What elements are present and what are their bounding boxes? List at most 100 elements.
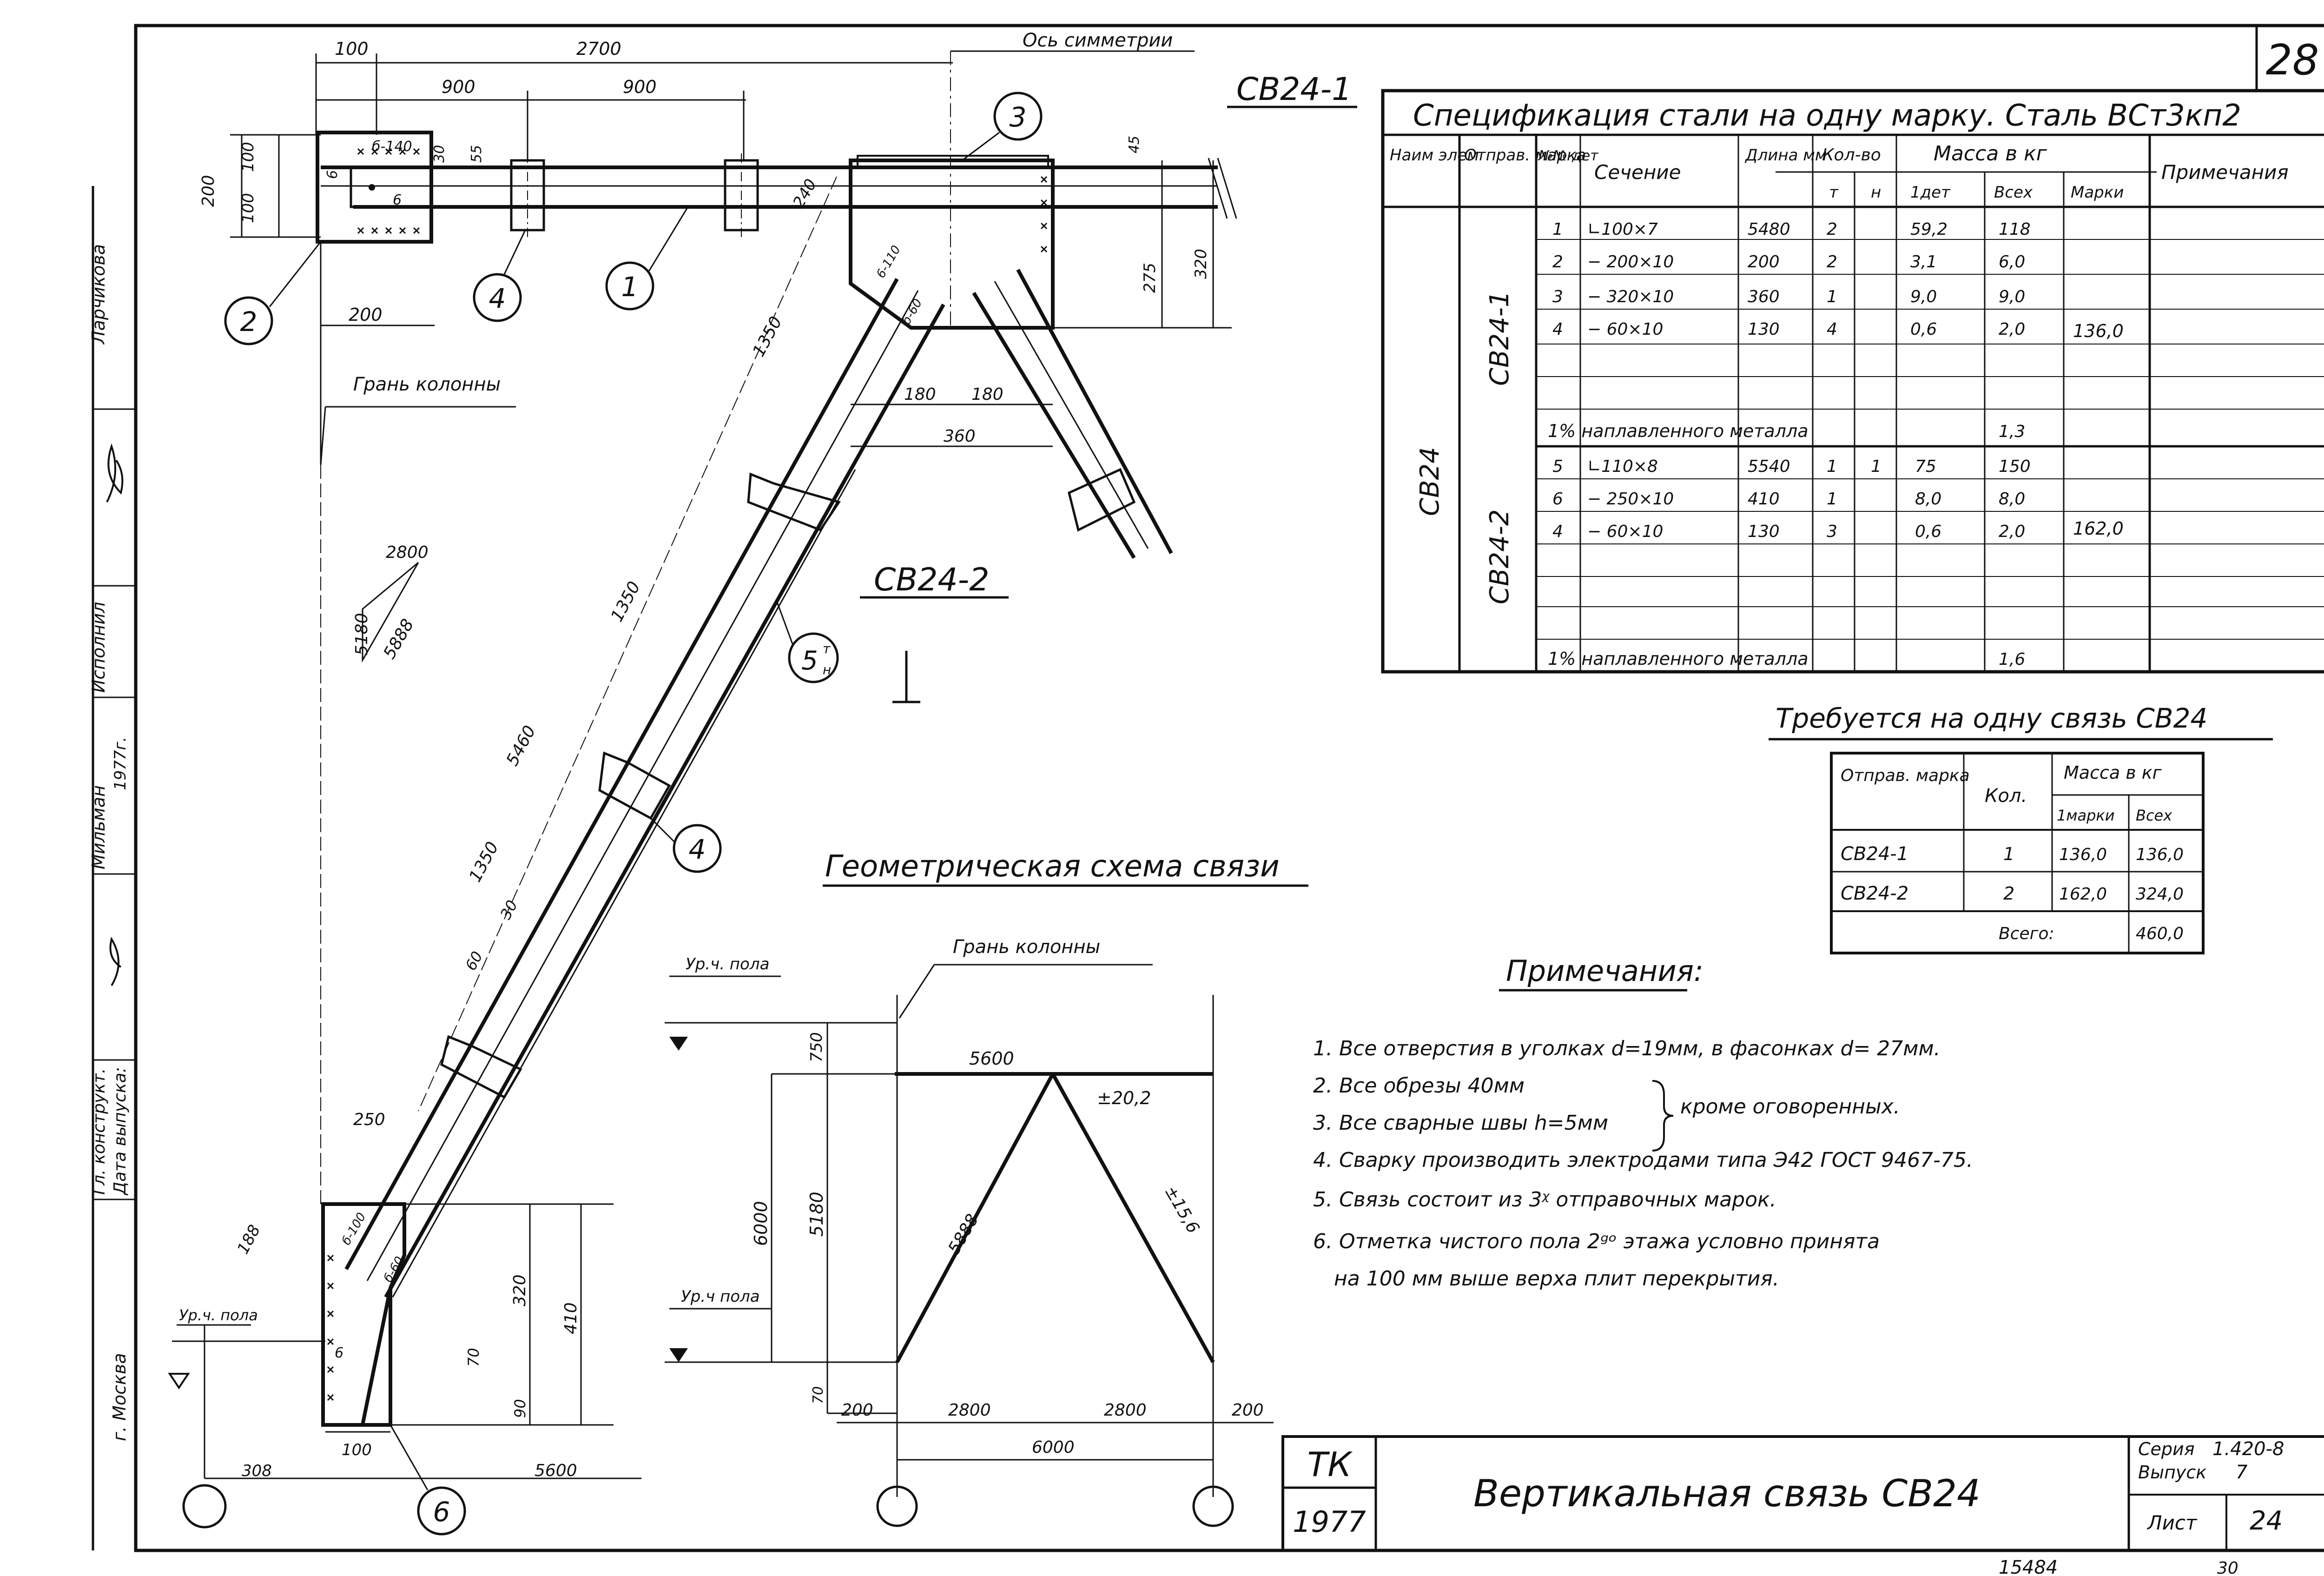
dim-55: 55 [469, 145, 485, 163]
dim-70: 70 [465, 1348, 482, 1367]
floor-level-marker-geom-bottom [669, 1348, 688, 1362]
floor-level-marker-left [168, 1373, 190, 1390]
svg-text:2: 2 [240, 306, 257, 338]
geom-dim-2800-b: 2800 [1104, 1401, 1147, 1420]
svg-text:200: 200 [1748, 252, 1780, 271]
svg-text:4: 4 [1552, 522, 1563, 541]
mark-label-cb24-1: СВ24-1 [1236, 71, 1352, 108]
grid-axis-bubble-left [182, 1484, 227, 1529]
svg-text:2: 2 [2003, 883, 2014, 904]
spec-header-qty-n: н [1871, 183, 1881, 202]
required-table-grid [1830, 752, 2205, 954]
side-stamp-name-2: Мильман [88, 785, 109, 869]
table-row: СВ24-2 2 162,0 324,0 [1841, 883, 2184, 904]
svg-text:3: 3 [1827, 522, 1837, 541]
central-gusset-plate [849, 159, 1055, 330]
spec-header-section: Сечение [1594, 161, 1681, 184]
spec-header-det: №№ дет [1538, 148, 1599, 164]
dim-100-left-a: 100 [239, 142, 257, 172]
weld-b140: б-140 [372, 139, 412, 155]
footer-mark: 30 [2217, 1559, 2238, 1576]
svg-text:3: 3 [1010, 101, 1027, 133]
svg-text:− 60×10: − 60×10 [1587, 522, 1663, 541]
svg-text:1: 1 [1827, 457, 1837, 476]
svg-text:1: 1 [1827, 490, 1837, 509]
main-diagonal [344, 176, 945, 1298]
side-stamp-city: г. Москва [109, 1353, 130, 1441]
svg-text:СВ24-1: СВ24-1 [1841, 843, 1908, 865]
spec-title: Спецификация стали на одну марку. Сталь … [1413, 99, 2241, 133]
spec-weld-mass-1: 1,3 [1999, 422, 2025, 441]
spec-header-mark: Отправ. марка [1464, 146, 1586, 165]
svg-text:59,2: 59,2 [1910, 220, 1948, 239]
geom-dim-15-6: ±15,6 [1161, 1183, 1203, 1237]
dim-5600-bottom: 5600 [535, 1461, 577, 1480]
svg-text:2: 2 [1552, 252, 1563, 271]
spec-header-mass-all: Всех [1994, 183, 2033, 202]
svg-text:136,0: 136,0 [2136, 845, 2184, 864]
spec-elem-name: СВ24 [1415, 447, 1445, 516]
dim-320-top: 320 [1192, 249, 1210, 279]
svg-text:4: 4 [489, 283, 506, 314]
svg-text:0,6: 0,6 [1915, 522, 1941, 541]
required-header-mark: Отправ. марка [1841, 766, 1970, 785]
title-stamp [1281, 1435, 2324, 1552]
svg-text:− 250×10: − 250×10 [1587, 490, 1674, 509]
geom-dim-6000-v: 6000 [751, 1201, 771, 1246]
spec-weld-mass-2: 1,6 [1999, 650, 2025, 669]
part-bubble-5: 5 т н [775, 599, 839, 683]
slope-5888: 5888 [380, 616, 417, 662]
dim-30: 30 [431, 145, 448, 163]
svg-text:− 320×10: − 320×10 [1587, 287, 1674, 306]
svg-text:4: 4 [689, 834, 706, 865]
svg-text:324,0: 324,0 [2136, 885, 2184, 904]
spec-row-lines [1536, 239, 2324, 640]
spec-header-qty-t: т [1829, 183, 1839, 202]
svg-text:6,0: 6,0 [1999, 252, 2025, 271]
diag-dim-60: 60 [462, 948, 487, 973]
svg-text:∟100×7: ∟100×7 [1587, 220, 1658, 239]
slope-2800: 2800 [386, 543, 429, 562]
geom-dim-20-2: ±20,2 [1097, 1088, 1151, 1108]
svg-text:0,6: 0,6 [1910, 320, 1937, 339]
geom-dim-5180: 5180 [806, 1192, 827, 1237]
svg-text:1: 1 [1871, 457, 1882, 476]
weld-6-110: 6-110 [874, 243, 904, 280]
dim-360: 360 [944, 427, 976, 446]
svg-text:1: 1 [2003, 844, 2014, 864]
footer-number: 15484 [1999, 1557, 2058, 1576]
stamp-title: Вертикальная связь СВ24 [1473, 1472, 1981, 1515]
dim-250: 250 [353, 1110, 385, 1129]
spec-weld-1: 1% наплавленного металла [1548, 421, 1809, 441]
svg-text:4: 4 [1552, 320, 1563, 339]
svg-text:4: 4 [1827, 320, 1837, 339]
dim-180-b: 180 [971, 385, 1004, 404]
note-3: 3. Все сварные швы h=5мм [1313, 1111, 1608, 1135]
svg-text:− 200×10: − 200×10 [1587, 252, 1674, 271]
part-bubble-4-mid: 4 [650, 817, 722, 873]
svg-text:2: 2 [1827, 220, 1837, 239]
floor-level-label-geom-top: Ур.ч. пола [686, 955, 769, 973]
part-bubble-2: 2 [224, 241, 322, 345]
dim-2700: 2700 [576, 39, 621, 59]
spec-header-mass: Масса в кг [1934, 142, 2047, 166]
weld-6-b: 6 [393, 192, 402, 208]
dim-900-a: 900 [442, 77, 475, 97]
svg-text:360: 360 [1748, 287, 1780, 306]
floor-level-marker-geom-top [669, 1037, 688, 1051]
svg-text:2,0: 2,0 [1999, 320, 2025, 339]
diag-dim-1350-a: 1350 [749, 313, 786, 360]
geom-dim-200-left: 200 [841, 1401, 873, 1420]
slope-triangle [362, 562, 419, 663]
svg-text:1: 1 [1552, 220, 1563, 239]
svg-text:6: 6 [433, 1496, 450, 1528]
svg-text:8,0: 8,0 [1915, 490, 1941, 509]
note-4: 4. Сварку производить электродами типа Э… [1313, 1148, 1973, 1172]
spec-table-grid [1381, 89, 2324, 674]
side-stamp-release: Дата выпуска: [111, 1067, 130, 1196]
slope-5180: 5180 [352, 613, 371, 656]
part-bubble-4-top: 4 [473, 230, 526, 322]
geom-dim-750: 750 [807, 1032, 826, 1062]
diagonal-bolt-plates [440, 468, 1136, 1099]
